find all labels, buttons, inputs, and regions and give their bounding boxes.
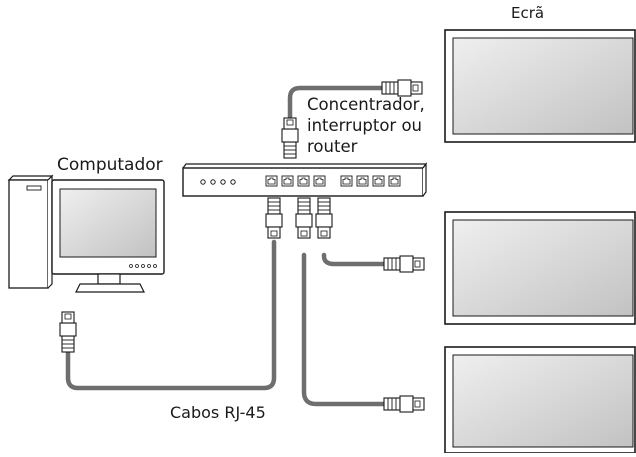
cable-hub-to-screen-bottom <box>301 252 387 407</box>
plug-hub-top <box>281 117 299 159</box>
cable-hub-to-screen-middle <box>321 252 387 267</box>
screen-middle <box>444 211 636 325</box>
hub-label-line-1: Concentrador, <box>307 95 425 114</box>
hub-label-line-2: interruptor ou <box>307 116 423 135</box>
rj45-cables <box>65 85 387 407</box>
plug-hub-screen-middle <box>315 197 333 239</box>
plug-screen-bottom <box>383 395 425 413</box>
cable-hub-to-screen-top <box>287 85 385 121</box>
computer-label: Computador <box>57 155 163 175</box>
hub-status-leds <box>200 179 236 185</box>
hub-label: Concentrador, interruptor ou router <box>307 94 425 157</box>
cable-computer-to-hub <box>65 239 277 391</box>
hub-label-line-3: router <box>307 137 358 156</box>
plug-computer <box>59 311 77 353</box>
screen-label: Ecrã <box>511 4 545 22</box>
network-hub <box>182 162 428 197</box>
desktop-computer <box>7 174 165 293</box>
plug-hub-computer <box>265 197 283 239</box>
cables-label: Cabos RJ-45 <box>170 403 266 422</box>
screen-top <box>444 29 636 143</box>
plug-screen-middle <box>383 255 425 273</box>
screen-bottom <box>444 346 636 454</box>
plug-hub-screen-bottom <box>295 197 313 239</box>
